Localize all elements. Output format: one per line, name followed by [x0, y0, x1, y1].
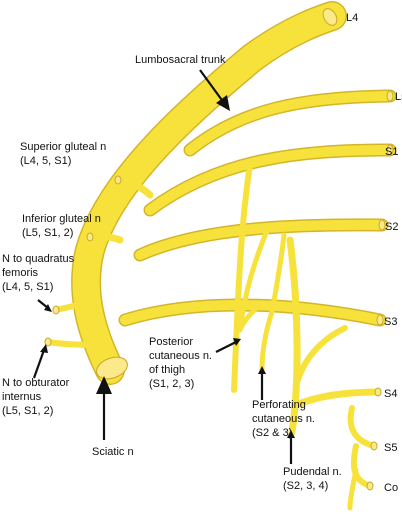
root-l5 [185, 91, 395, 155]
label-inferior-gluteal: Inferior gluteal n (L5, S1, 2) [22, 213, 104, 239]
label-obturator-internus: N to obturator internus (L5, S1, 2) [2, 377, 72, 417]
perforating-cutaneous-branch [259, 309, 275, 373]
label-l5: L5 [395, 91, 402, 103]
obturator-internus-branch [45, 339, 101, 348]
inferior-gluteal-branch [86, 232, 124, 244]
label-lumbosacral-trunk: Lumbosacral trunk [135, 54, 226, 66]
label-s3: S3 [384, 316, 397, 328]
arrowhead-sciatic [96, 376, 112, 394]
label-l4: L4 [346, 12, 358, 24]
label-pudendal: Pudendal n. (S2, 3, 4) [283, 466, 345, 492]
label-s1: S1 [385, 146, 398, 158]
root-s1 [145, 145, 395, 215]
pudendal-branch [286, 236, 301, 436]
label-perforating-cutaneous: Perforating cutaneous n. (S2 & 3) [252, 399, 318, 439]
root-s5 [347, 405, 377, 449]
label-co: Co [384, 482, 398, 494]
label-quadratus-femoris: N to quadratus femoris (L4, 5, S1) [2, 253, 77, 293]
root-s2 [135, 219, 387, 260]
branch-labels: Lumbosacral trunk Superior gluteal n (L4… [2, 54, 345, 492]
posterior-cutaneous-branch [231, 162, 253, 393]
label-posterior-cutaneous: Posterior cutaneous n. of thigh (S1, 2, … [149, 336, 215, 390]
label-s4: S4 [384, 388, 397, 400]
cut-ends [44, 8, 394, 491]
label-sciatic: Sciatic n [92, 446, 134, 458]
root-labels: L4 L5 S1 S2 S3 S4 S5 Co [346, 12, 402, 494]
label-s5: S5 [384, 442, 397, 454]
leader-lines [32, 69, 295, 464]
sciatic-trunk [72, 2, 346, 384]
label-superior-gluteal: Superior gluteal n (L4, 5, S1) [20, 141, 109, 167]
arrowhead-lumbosacral [216, 95, 230, 111]
nerve-layer [45, 2, 395, 511]
root-s4 [292, 388, 382, 409]
label-s2: S2 [385, 221, 398, 233]
